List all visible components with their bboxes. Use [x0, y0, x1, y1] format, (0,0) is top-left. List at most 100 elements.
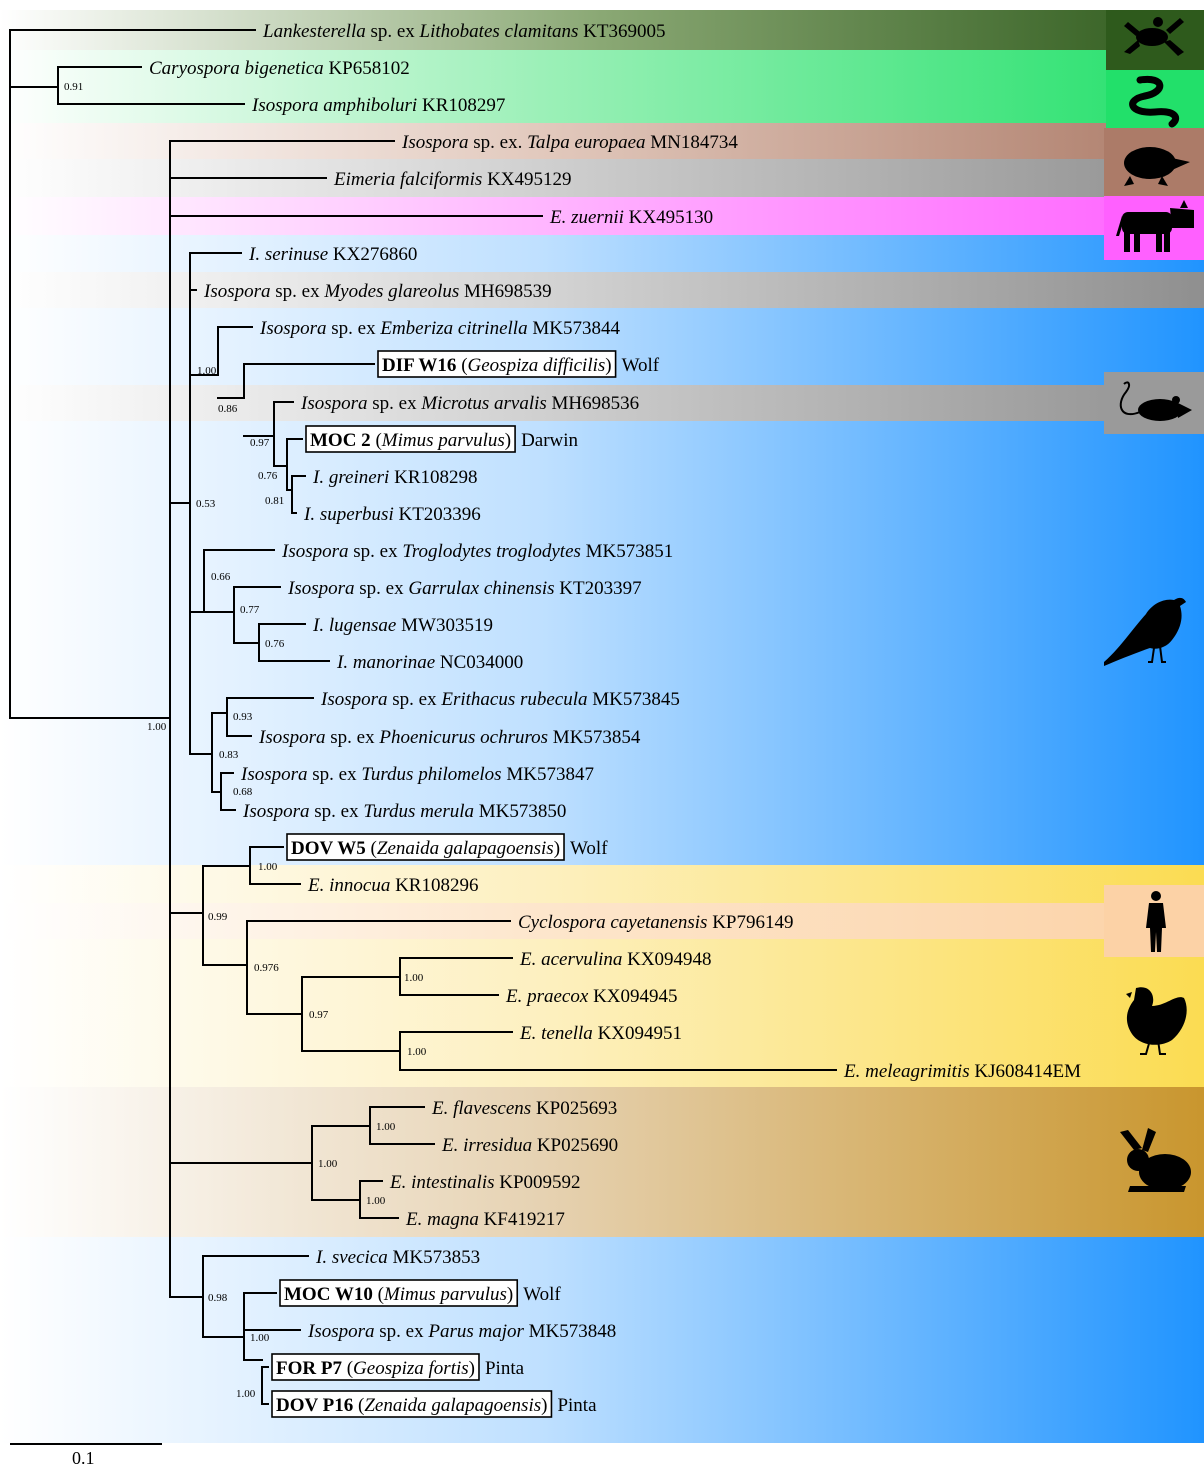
taxon-name: Lankesterella sp. ex Lithobates clamitan… [262, 21, 666, 42]
support-value: 0.86 [218, 403, 238, 415]
island-label: Darwin [521, 430, 578, 451]
support-value: 0.91 [64, 81, 83, 93]
taxon-label: Isospora sp. ex Garrulax chinensis KT203… [287, 578, 642, 599]
taxon-name: Isospora sp. ex Turdus philomelos MK5738… [240, 764, 594, 785]
taxon-name: Cyclospora cayetanensis KP796149 [518, 912, 793, 933]
taxon-name: E. intestinalis KP009592 [389, 1172, 581, 1193]
taxon-label: E. magna KF419217 [405, 1209, 565, 1230]
taxon-label: E. praecox KX094945 [505, 986, 678, 1007]
cattle-icon [1116, 200, 1194, 252]
taxon-label: E. acervulina KX094948 [519, 949, 712, 970]
support-value: 0.53 [196, 498, 216, 510]
taxon-label: Caryospora bigenetica KP658102 [149, 58, 410, 79]
support-value: 1.00 [258, 861, 278, 873]
snake-icon [1129, 75, 1180, 128]
taxon-label: Isospora sp. ex Myodes glareolus MH69853… [203, 281, 552, 302]
taxon-name: DOV P16 (Zenaida galapagoensis) [276, 1395, 547, 1416]
support-value: 0.66 [211, 571, 231, 583]
taxon-name: I. svecica MK573853 [315, 1247, 480, 1268]
support-value: 1.00 [236, 1388, 256, 1400]
taxon-label: E. flavescens KP025693 [431, 1098, 617, 1119]
taxon-name: Isospora sp. ex Myodes glareolus MH69853… [203, 281, 552, 302]
support-value: 0.77 [240, 604, 260, 616]
taxon-name: E. irresidua KP025690 [441, 1135, 618, 1156]
taxon-name: Isospora sp. ex Turdus merula MK573850 [242, 801, 566, 822]
isolate-box [305, 425, 516, 453]
taxon-label: I. superbusi KT203396 [303, 504, 481, 525]
support-value: 0.97 [309, 1009, 329, 1021]
study-isolate-label: MOC 2 (Mimus parvulus)Darwin [305, 425, 579, 453]
study-isolate-label: MOC W10 (Mimus parvulus)Wolf [279, 1279, 561, 1307]
isolate-box [271, 1353, 480, 1381]
taxon-label: Isospora sp. ex. Talpa europaea MN184734 [401, 132, 738, 153]
band-chicken [0, 865, 1204, 1087]
taxon-name: Isospora sp. ex Garrulax chinensis KT203… [287, 578, 642, 599]
mole-icon [1124, 147, 1190, 186]
taxon-name: E. tenella KX094951 [519, 1023, 682, 1044]
taxon-label: Isospora sp. ex Emberiza citrinella MK57… [259, 318, 620, 339]
taxon-labels: Lankesterella sp. ex Lithobates clamitan… [149, 21, 1081, 1418]
taxon-name: Isospora sp. ex Microtus arvalis MH69853… [300, 393, 639, 414]
taxon-label: E. meleagrimitis KJ608414EM [843, 1061, 1081, 1082]
taxon-label: Isospora amphiboluri KR108297 [251, 95, 505, 116]
taxon-name: E. meleagrimitis KJ608414EM [843, 1061, 1081, 1082]
bird-icon [1104, 597, 1186, 666]
support-value: 0.93 [233, 711, 253, 723]
taxon-name: E. acervulina KX094948 [519, 949, 712, 970]
taxon-label: E. zuernii KX495130 [549, 207, 713, 228]
taxon-label: Isospora sp. ex Turdus philomelos MK5738… [240, 764, 594, 785]
support-value: 0.98 [208, 1292, 228, 1304]
support-value: 0.68 [233, 786, 253, 798]
taxon-label: E. innocua KR108296 [307, 875, 478, 896]
taxon-name: DOV W5 (Zenaida galapagoensis) [291, 838, 560, 859]
taxon-label: Eimeria falciformis KX495129 [333, 169, 572, 190]
mouse-icon [1119, 381, 1192, 421]
support-value: 1.00 [250, 1332, 270, 1344]
taxon-label: Isospora sp. ex Erithacus rubecula MK573… [320, 689, 680, 710]
support-value: 0.76 [265, 638, 285, 650]
band-bird-bottom [0, 1237, 1204, 1443]
rabbit-icon [1120, 1128, 1191, 1192]
taxon-name: E. flavescens KP025693 [431, 1098, 617, 1119]
taxon-name: Caryospora bigenetica KP658102 [149, 58, 410, 79]
study-isolate-label: DIF W16 (Geospiza difficilis)Wolf [377, 350, 660, 378]
taxon-label: Isospora sp. ex Turdus merula MK573850 [242, 801, 566, 822]
taxon-name: I. greineri KR108298 [312, 467, 478, 488]
support-value: 1.00 [147, 721, 167, 733]
taxon-label: Cyclospora cayetanensis KP796149 [518, 912, 793, 933]
taxon-name: DIF W16 (Geospiza difficilis) [382, 355, 612, 376]
support-value: 0.99 [208, 911, 228, 923]
taxon-name: E. zuernii KX495130 [549, 207, 713, 228]
taxon-name: I. superbusi KT203396 [303, 504, 481, 525]
support-value: 0.81 [265, 495, 284, 507]
support-value: 0.976 [254, 962, 279, 974]
study-isolate-label: DOV W5 (Zenaida galapagoensis)Wolf [286, 833, 608, 861]
taxon-label: I. lugensae MW303519 [312, 615, 493, 636]
support-value: 1.00 [366, 1195, 386, 1207]
support-value: 0.83 [219, 749, 239, 761]
support-value: 1.00 [407, 1046, 427, 1058]
band-bird-top [0, 235, 1204, 865]
band-snake [0, 50, 1204, 123]
scale-bar-label: 0.1 [72, 1448, 95, 1466]
taxon-name: E. praecox KX094945 [505, 986, 678, 1007]
taxon-name: Isospora sp. ex Parus major MK573848 [307, 1321, 616, 1342]
taxon-label: I. manorinae NC034000 [336, 652, 523, 673]
study-isolate-label: FOR P7 (Geospiza fortis)Pinta [271, 1353, 525, 1381]
isolate-box [286, 833, 565, 861]
taxon-name: E. magna KF419217 [405, 1209, 565, 1230]
taxon-name: FOR P7 (Geospiza fortis) [276, 1358, 475, 1379]
taxon-label: Lankesterella sp. ex Lithobates clamitan… [262, 21, 666, 42]
study-isolate-label: DOV P16 (Zenaida galapagoensis)Pinta [271, 1390, 597, 1418]
support-values: 0.911.000.860.970.760.810.530.660.770.76… [64, 81, 427, 1400]
taxon-label: E. intestinalis KP009592 [389, 1172, 581, 1193]
taxon-name: Isospora sp. ex Emberiza citrinella MK57… [259, 318, 620, 339]
human-icon [1146, 891, 1166, 952]
isolate-box [279, 1279, 519, 1307]
taxon-label: Isospora sp. ex Parus major MK573848 [307, 1321, 616, 1342]
band-rodent-microtus [0, 385, 1104, 421]
isolate-box [377, 350, 617, 378]
band-rodent-myodes [0, 272, 1204, 308]
taxon-name: Isospora sp. ex. Talpa europaea MN184734 [401, 132, 738, 153]
